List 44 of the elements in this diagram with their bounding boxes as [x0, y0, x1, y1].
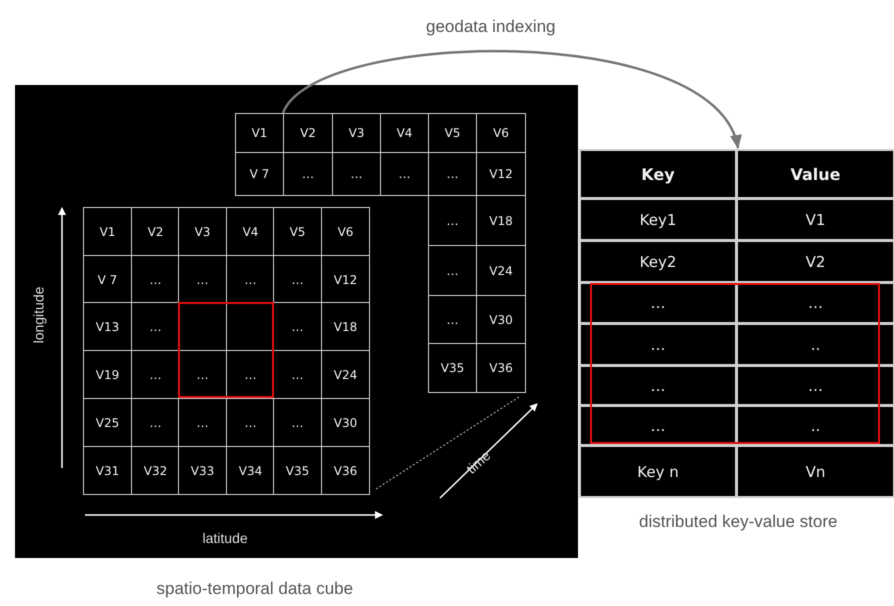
- table-cell: ..: [736, 323, 894, 366]
- table-cell: …: [736, 365, 894, 406]
- data-grid: [83, 207, 369, 494]
- grid-cell: V33: [178, 446, 227, 495]
- node-label: spatio-temporal data cube: [156, 579, 354, 599]
- grid-cell: V35: [273, 446, 322, 495]
- grid-cell: V6: [321, 207, 370, 256]
- table-cell: …: [579, 323, 737, 366]
- grid-cell: V12: [476, 152, 526, 196]
- axis-label: time: [463, 447, 494, 477]
- node-label: distributed key-value store: [639, 512, 838, 532]
- table-cell: V1: [736, 198, 894, 241]
- table-cell: …: [579, 365, 737, 406]
- grid-cell: V13: [83, 302, 132, 351]
- grid-cell: V36: [476, 343, 526, 393]
- column-header: Key: [579, 149, 737, 199]
- grid-cell: V3: [178, 207, 227, 256]
- edge-label: geodata indexing: [426, 17, 556, 37]
- table-cell: V2: [736, 240, 894, 283]
- grid-cell: V1: [83, 207, 132, 256]
- key-value-table: [579, 149, 894, 497]
- data-grid: [235, 113, 525, 196]
- column-header: Value: [736, 149, 894, 199]
- grid-cell: …: [273, 302, 322, 351]
- table-cell: Key n: [579, 445, 737, 498]
- grid-cell: V1: [235, 113, 284, 153]
- table-cell: …: [579, 282, 737, 324]
- grid-cell: V35: [428, 343, 477, 393]
- table-cell: ..: [736, 405, 894, 446]
- table-cell: …: [579, 405, 737, 446]
- axis-label: latitude: [202, 530, 248, 546]
- axis-label: longitude: [30, 286, 46, 344]
- grid-cell: V6: [476, 113, 526, 153]
- dark-panel: [15, 85, 578, 558]
- curved-arrow: [282, 50, 740, 149]
- table-cell: Key1: [579, 198, 737, 241]
- table-cell: Vn: [736, 445, 894, 498]
- table-cell: …: [736, 282, 894, 324]
- grid-cell: V36: [321, 446, 370, 495]
- grid-cell: V5: [273, 207, 322, 256]
- table-cell: Key2: [579, 240, 737, 283]
- grid-cell: V18: [321, 302, 370, 351]
- grid-cell: V31: [83, 446, 132, 495]
- grid-cell: V 7: [235, 152, 284, 196]
